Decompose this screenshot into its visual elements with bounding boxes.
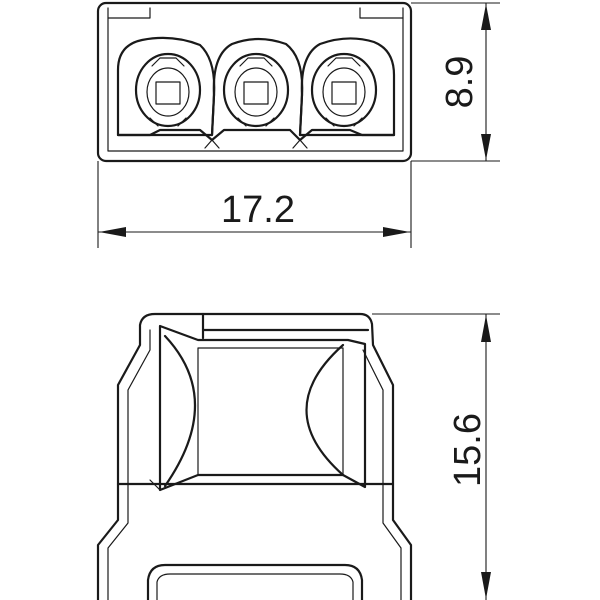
top-view-top-lip — [107, 7, 404, 19]
wire-port-middle — [210, 37, 304, 137]
top-view-outline — [96, 1, 413, 163]
top-view-inner-frame — [107, 7, 404, 152]
wire-port-right — [298, 37, 396, 137]
wire-port-left — [116, 36, 216, 137]
dimension-top-height: 8.9 — [411, 2, 500, 162]
bottom-slot-outer — [146, 563, 364, 600]
side-view-top-cap — [201, 312, 370, 340]
dimension-label-top-height: 8.9 — [439, 56, 481, 109]
top-view-notches — [204, 139, 308, 149]
dimension-label-width: 17.2 — [221, 189, 295, 231]
release-curve-right — [305, 343, 345, 477]
top-view-bottom-rail — [116, 128, 396, 142]
dimension-width: 17.2 — [97, 161, 412, 248]
side-view — [96, 312, 413, 600]
side-view-outline — [96, 312, 413, 600]
side-view-window-inner — [197, 347, 344, 476]
bottom-slot-inner — [156, 573, 354, 600]
dimension-label-side-height: 15.6 — [447, 413, 489, 487]
dimension-side-height: 15.6 — [372, 313, 500, 600]
top-view — [96, 1, 413, 163]
release-curve-left — [163, 334, 197, 488]
side-view-inner-contour — [107, 329, 402, 600]
